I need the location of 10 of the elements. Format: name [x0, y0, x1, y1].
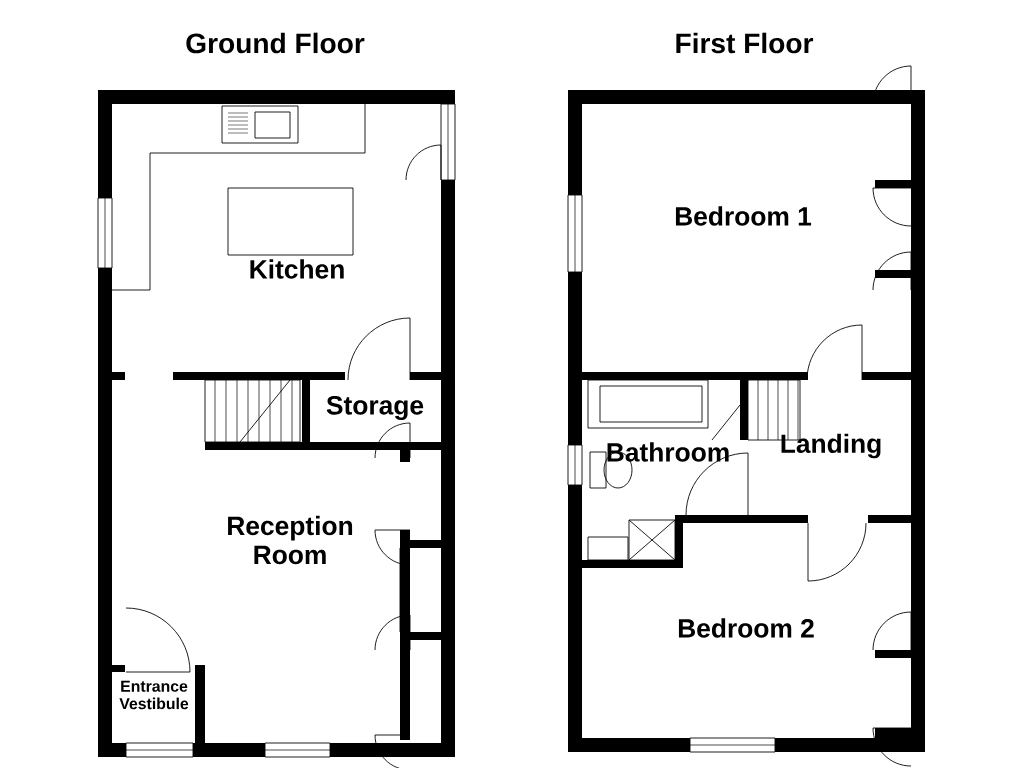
room-label: Bedroom 2	[678, 618, 814, 638]
room-label: Kitchen	[250, 259, 344, 279]
room-label: Entrance Vestibule	[119, 680, 189, 710]
room-label: Bedroom 1	[675, 206, 812, 226]
floor-heading: Ground Floor	[186, 32, 365, 54]
room-label: Bathroom	[607, 442, 729, 462]
room-label: Reception Room	[228, 515, 353, 565]
floor-heading: First Floor	[676, 32, 814, 54]
room-label: Storage	[326, 396, 424, 420]
room-label: Landing	[781, 433, 881, 459]
